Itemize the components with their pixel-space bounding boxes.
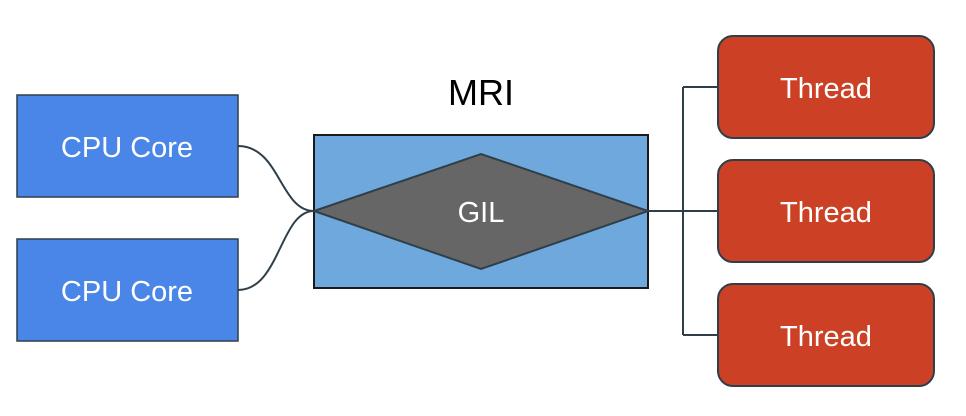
gil-label: GIL	[458, 197, 505, 229]
thread-3: Thread	[717, 283, 935, 387]
gil-diamond: GIL	[310, 152, 652, 271]
connector-cpu1-gil	[237, 145, 315, 212]
connector-gil-threads	[648, 86, 718, 336]
thread-3-label: Thread	[780, 321, 872, 353]
cpu-core-2-label: CPU Core	[61, 276, 193, 308]
thread-1: Thread	[717, 35, 935, 139]
cpu-core-1-label: CPU Core	[61, 132, 193, 164]
thread-1-label: Thread	[780, 73, 872, 105]
connector-cpu2-gil	[237, 210, 315, 291]
cpu-core-2: CPU Core	[16, 238, 239, 342]
cpu-core-1: CPU Core	[16, 94, 239, 198]
thread-2: Thread	[717, 159, 935, 263]
mri-title: MRI	[448, 72, 514, 113]
thread-2-label: Thread	[780, 197, 872, 229]
